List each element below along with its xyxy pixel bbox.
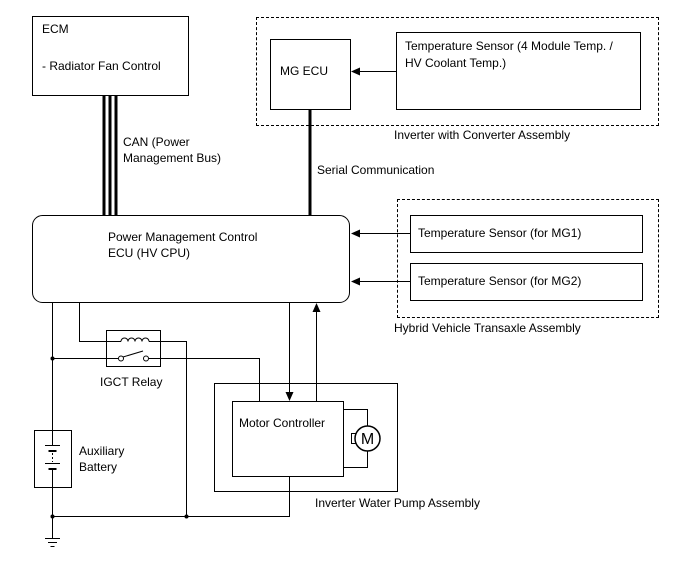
mg-ecu-box (270, 39, 351, 110)
can-bus-lines (102, 95, 312, 215)
pm-ecu-label-line2: ECU (HV CPU) (108, 246, 191, 260)
wiring (52, 71, 410, 538)
motor-controller-label: Motor Controller (239, 416, 326, 430)
mg1-sensor-label: Temperature Sensor (for MG1) (418, 226, 582, 240)
pump-assembly-box (214, 383, 398, 492)
relay-coil-icon (118, 337, 150, 342)
mg-ecu-label: MG ECU (280, 64, 328, 78)
inverter-sensor-label-line1: Temperature Sensor (4 Module Temp. / (405, 39, 613, 53)
ecm-title: ECM (42, 22, 69, 36)
serial-communication-label: Serial Communication (317, 163, 435, 177)
battery-label-line2: Battery (79, 460, 118, 474)
inverter-assembly-boundary (256, 17, 659, 126)
battery-icon (45, 430, 60, 488)
pump-assembly-label: Inverter Water Pump Assembly (315, 496, 480, 510)
motor-icon (351, 425, 381, 452)
can-bus-label-line1: CAN (Power (123, 135, 190, 149)
motor-controller-box (232, 401, 344, 477)
arrowheads (285, 67, 360, 401)
relay-switch-icon (118, 350, 149, 362)
transaxle-assembly-boundary (397, 199, 659, 318)
inverter-sensor-label-line2: HV Coolant Temp.) (405, 56, 507, 70)
relay-box (106, 330, 161, 367)
pm-ecu-label-line1: Power Management Control (108, 230, 258, 244)
ecm-function: - Radiator Fan Control (42, 59, 161, 73)
inverter-sensor-box (396, 32, 641, 110)
battery-label-line1: Auxiliary (79, 444, 125, 458)
mg2-sensor-box (410, 263, 643, 301)
can-bus-label-line2: Management Bus) (123, 151, 222, 165)
junction-dots (50, 356, 189, 519)
mg1-sensor-box (410, 215, 643, 253)
mg2-sensor-label: Temperature Sensor (for MG2) (418, 274, 582, 288)
igct-relay-label: IGCT Relay (100, 375, 163, 389)
ground-icon (45, 538, 60, 547)
inverter-assembly-label: Inverter with Converter Assembly (394, 128, 571, 142)
pm-ecu-box (32, 215, 350, 303)
transaxle-assembly-label: Hybrid Vehicle Transaxle Assembly (394, 321, 581, 335)
motor-symbol: M (361, 431, 374, 448)
